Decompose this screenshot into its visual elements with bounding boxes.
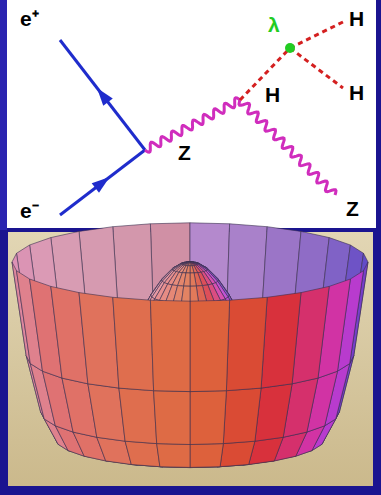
- surface-patch: [223, 388, 261, 444]
- surface-patch: [190, 300, 230, 391]
- particle-label: H: [349, 8, 364, 29]
- surface-patch: [154, 391, 190, 445]
- surface-patch: [150, 300, 190, 391]
- surface-patch: [190, 273, 196, 286]
- particle-label: e⁻: [20, 200, 39, 221]
- particle-label: Z: [178, 142, 191, 163]
- surface-patch: [184, 273, 190, 286]
- surface-patch: [113, 297, 154, 390]
- surface-patch: [183, 262, 190, 265]
- mexican-hat-surface: [12, 223, 368, 468]
- particle-label: H: [349, 82, 364, 103]
- higgs-line: [290, 48, 343, 88]
- surface-patch: [226, 297, 267, 390]
- coupling-vertex: [285, 43, 295, 53]
- particle-label: Z: [346, 198, 359, 219]
- surface-patch: [190, 262, 196, 266]
- diagram-panel: [7, 0, 376, 228]
- surface-patch: [261, 293, 301, 389]
- surface-patch: [190, 262, 198, 265]
- feynman-diagram: [60, 22, 343, 215]
- surface-patch: [190, 262, 194, 266]
- positron-line: [60, 40, 145, 150]
- electron-line: [60, 150, 145, 215]
- surface-patch: [220, 441, 255, 467]
- surface-patch: [157, 444, 190, 468]
- particle-label: λ: [268, 14, 280, 35]
- surface-patch: [182, 262, 190, 265]
- arrowhead: [92, 177, 110, 193]
- z-boson-line: [145, 98, 240, 152]
- potential-panel: [8, 232, 373, 486]
- surface-patch: [190, 444, 223, 468]
- particle-label: H: [265, 84, 280, 105]
- surface-patch: [125, 441, 160, 467]
- particle-label: e⁺: [20, 8, 39, 29]
- surface-patch: [185, 262, 191, 266]
- surface-patch: [190, 262, 197, 265]
- surface-patch: [119, 388, 157, 444]
- surface-patch: [190, 266, 194, 273]
- z-boson-line: [239, 100, 336, 195]
- side-strip: [0, 0, 7, 230]
- surface-patch: [79, 293, 119, 389]
- surface-patch: [190, 391, 226, 445]
- higgs-line: [290, 22, 343, 48]
- arrowhead: [97, 88, 113, 106]
- surface-patch: [186, 262, 190, 266]
- surface-patch: [188, 262, 190, 266]
- surface-patch: [186, 266, 190, 273]
